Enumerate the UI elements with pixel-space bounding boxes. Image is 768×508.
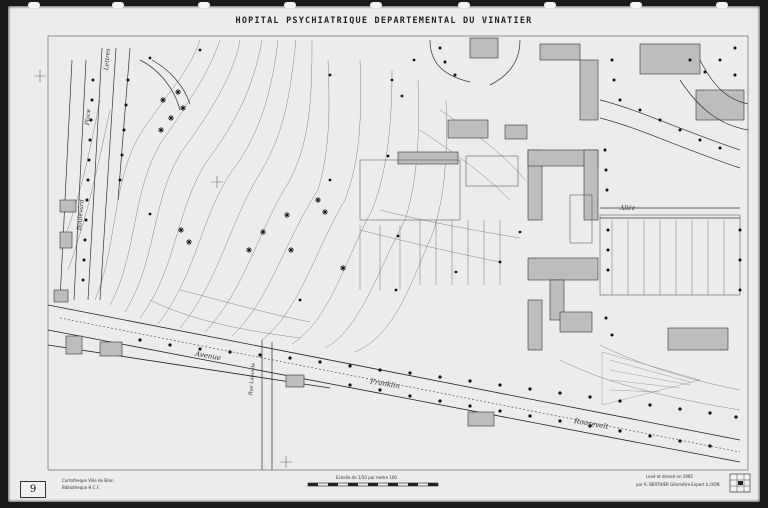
binder-clip	[112, 2, 124, 8]
rue-laborde	[261, 340, 273, 470]
allee-road	[600, 207, 740, 219]
garden-plots	[359, 220, 725, 295]
binder-clip	[544, 2, 556, 8]
building-outlines	[359, 155, 741, 296]
curved-road-top-right	[429, 39, 749, 169]
tree-row-boulevard	[81, 78, 130, 282]
label-place: Place	[84, 108, 93, 126]
hatched-area	[601, 351, 701, 406]
imprint-left-line1: Cartotheque Ville de Bron	[62, 478, 114, 483]
conifer-trees	[158, 89, 346, 271]
imprint-left-line2: Bibliotheque H.C.F.	[62, 485, 100, 490]
sheet-number: 9	[20, 481, 46, 498]
binder-clip	[198, 2, 210, 8]
imprint-right-line1: Levé et dressé en 1992	[646, 474, 693, 479]
contour-lines	[59, 39, 741, 411]
plan-frame	[47, 35, 749, 471]
binder-clip	[370, 2, 382, 8]
map-title: HOPITAL PSYCHIATRIQUE DEPARTEMENTAL DU V…	[235, 16, 533, 26]
tree-row-right	[438, 46, 742, 337]
registration-marks	[34, 70, 292, 468]
label-allee: Allée	[620, 205, 636, 212]
binder-clip	[458, 2, 470, 8]
tree-row-avenue	[138, 338, 738, 448]
buildings	[53, 37, 745, 427]
sheet-index-box	[729, 473, 751, 493]
scattered-trees	[148, 48, 522, 302]
binder-clip	[28, 2, 40, 8]
left-roads	[59, 47, 191, 301]
scale-bar	[307, 482, 439, 487]
scale-label: Echelle de 1/50 par metre 100	[336, 475, 397, 480]
imprint-right-line2: par A. BERTHIER Géomètre Expert à LYON	[636, 482, 720, 487]
binder-clip	[630, 2, 642, 8]
binder-clip	[716, 2, 728, 8]
avenue-franklin-roosevelt	[47, 304, 741, 463]
binder-clip	[284, 2, 296, 8]
